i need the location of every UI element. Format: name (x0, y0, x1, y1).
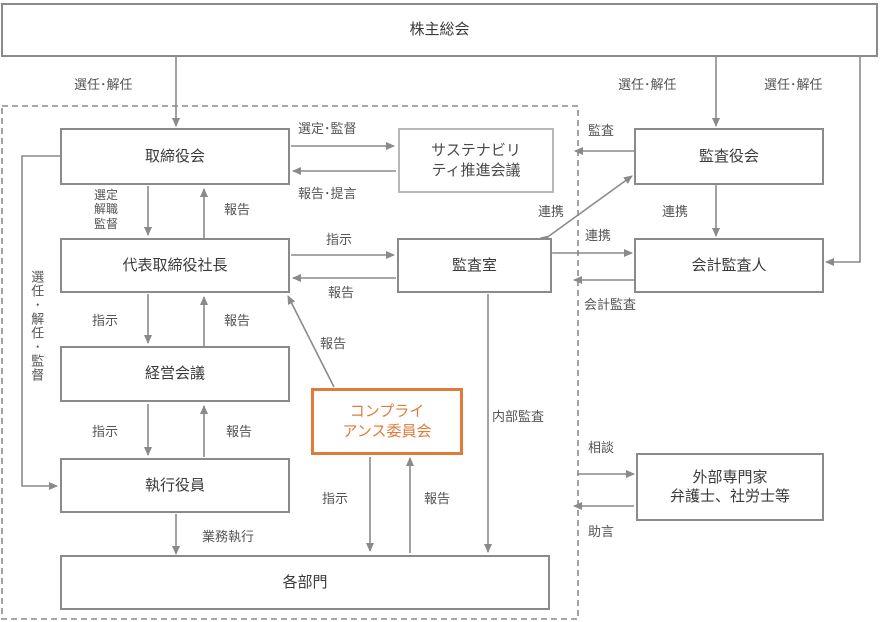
arrow-audit-office-diag (540, 175, 633, 244)
node-audit-board: 監査役会 (634, 128, 824, 185)
arrow-board-executives (21, 155, 60, 490)
node-accounting-auditor: 会計監査人 (634, 238, 824, 293)
node-executive-officers: 執行役員 (60, 458, 290, 513)
label-instruct-meeting: 指示 (92, 314, 119, 329)
label-elect-dismiss-left: 選任･解任 (74, 78, 133, 93)
label-business-execution: 業務執行 (202, 530, 255, 545)
label-report-propose: 報告･提言 (298, 187, 357, 202)
node-departments: 各部門 (60, 555, 550, 610)
label-accounting-audit: 会計監査 (584, 298, 637, 313)
label-internal-audit: 内部監査 (492, 410, 545, 425)
node-management-meeting: 経営会議 (60, 346, 290, 402)
node-president: 代表取締役社長 (60, 238, 290, 293)
label-coop-accounting: 連携 (585, 229, 612, 244)
label-instruct-audit-office: 指示 (326, 233, 353, 248)
label-elect-dismiss-mid: 選任･解任 (618, 78, 677, 93)
arrow-compliance-president (287, 295, 335, 388)
label-coop-auditors: 連携 (662, 205, 689, 220)
label-select-supervise: 選定･監督 (298, 122, 357, 137)
label-elect-dismiss-right: 選任･解任 (764, 78, 823, 93)
node-shareholders: 株主総会 (1, 3, 878, 57)
label-instruct-departments: 指示 (322, 492, 349, 507)
node-audit-office: 監査室 (397, 238, 552, 293)
label-board-to-president: 選定 解職 監督 (94, 188, 119, 231)
label-consult: 相談 (588, 441, 615, 456)
node-compliance: コンプライ アンス委員会 (311, 388, 463, 455)
node-board: 取締役会 (60, 128, 290, 185)
label-audit: 監査 (588, 124, 615, 139)
label-coop-audit-office: 連携 (538, 205, 565, 220)
label-report-meeting: 報告 (224, 314, 251, 329)
node-experts: 外部専門家 弁護士、社労士等 (636, 453, 824, 521)
company-boundary (1, 105, 579, 620)
label-report-president-board: 報告 (224, 203, 251, 218)
label-instruct-executives: 指示 (92, 425, 119, 440)
label-report-executives: 報告 (226, 425, 253, 440)
node-sustainability: サステナビリ ティ推進会議 (398, 128, 554, 193)
label-report-audit-office: 報告 (328, 286, 355, 301)
label-report-compliance: 報告 (320, 337, 347, 352)
label-advice: 助言 (588, 525, 615, 540)
arrow-shareholders-accounting (825, 55, 861, 266)
label-vertical-left: 選任･解任･監督 (28, 270, 44, 382)
label-report-departments: 報告 (424, 492, 451, 507)
